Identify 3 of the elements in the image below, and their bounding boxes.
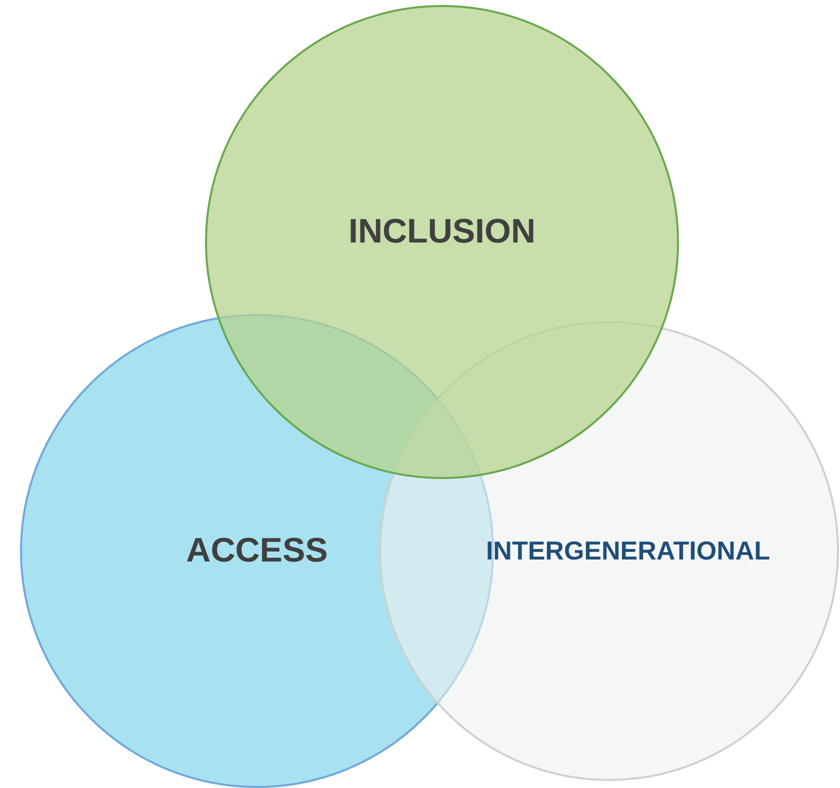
circle-label: INTERGENERATIONAL [486, 536, 770, 566]
circle-label: ACCESS [186, 532, 328, 570]
circle-label: INCLUSION [348, 212, 536, 252]
